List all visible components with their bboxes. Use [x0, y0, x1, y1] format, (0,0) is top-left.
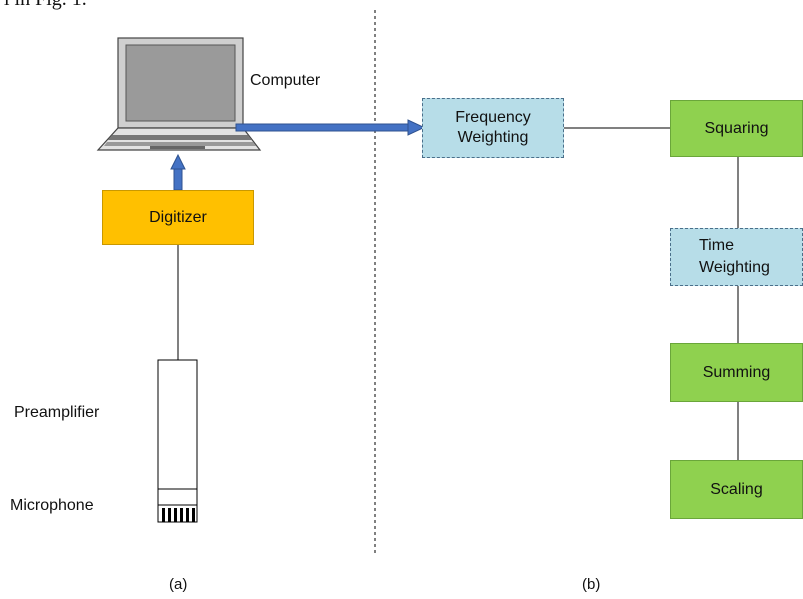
- header-fragment: l in Fig. 1.: [4, 0, 87, 11]
- digitizer-label: Digitizer: [149, 208, 207, 226]
- caption-a: (a): [169, 576, 188, 593]
- preamplifier-icon: [157, 359, 198, 523]
- time-weighting-label: Time Weighting: [699, 237, 770, 276]
- frequency-weighting-label: Frequency Weighting: [455, 109, 531, 146]
- computer-label: Computer: [250, 72, 321, 89]
- scaling-box: Scaling: [670, 460, 803, 519]
- squaring-box: Squaring: [670, 100, 803, 157]
- preamplifier-label: Preamplifier: [14, 404, 100, 421]
- computer-icon: [96, 37, 262, 151]
- computer-to-frequency-arrow: [235, 119, 426, 136]
- microphone-label: Microphone: [10, 497, 94, 514]
- caption-b: (b): [582, 576, 601, 593]
- squaring-label: Squaring: [704, 119, 769, 137]
- time-weighting-box: Time Weighting: [670, 228, 803, 286]
- summing-box: Summing: [670, 343, 803, 402]
- microphone-icon: [157, 504, 198, 523]
- frequency-weighting-box: Frequency Weighting: [422, 98, 564, 158]
- scaling-label: Scaling: [710, 480, 763, 498]
- digitizer-to-computer-arrow: [170, 153, 186, 191]
- summing-label: Summing: [702, 363, 771, 381]
- digitizer-box: Digitizer: [102, 190, 254, 245]
